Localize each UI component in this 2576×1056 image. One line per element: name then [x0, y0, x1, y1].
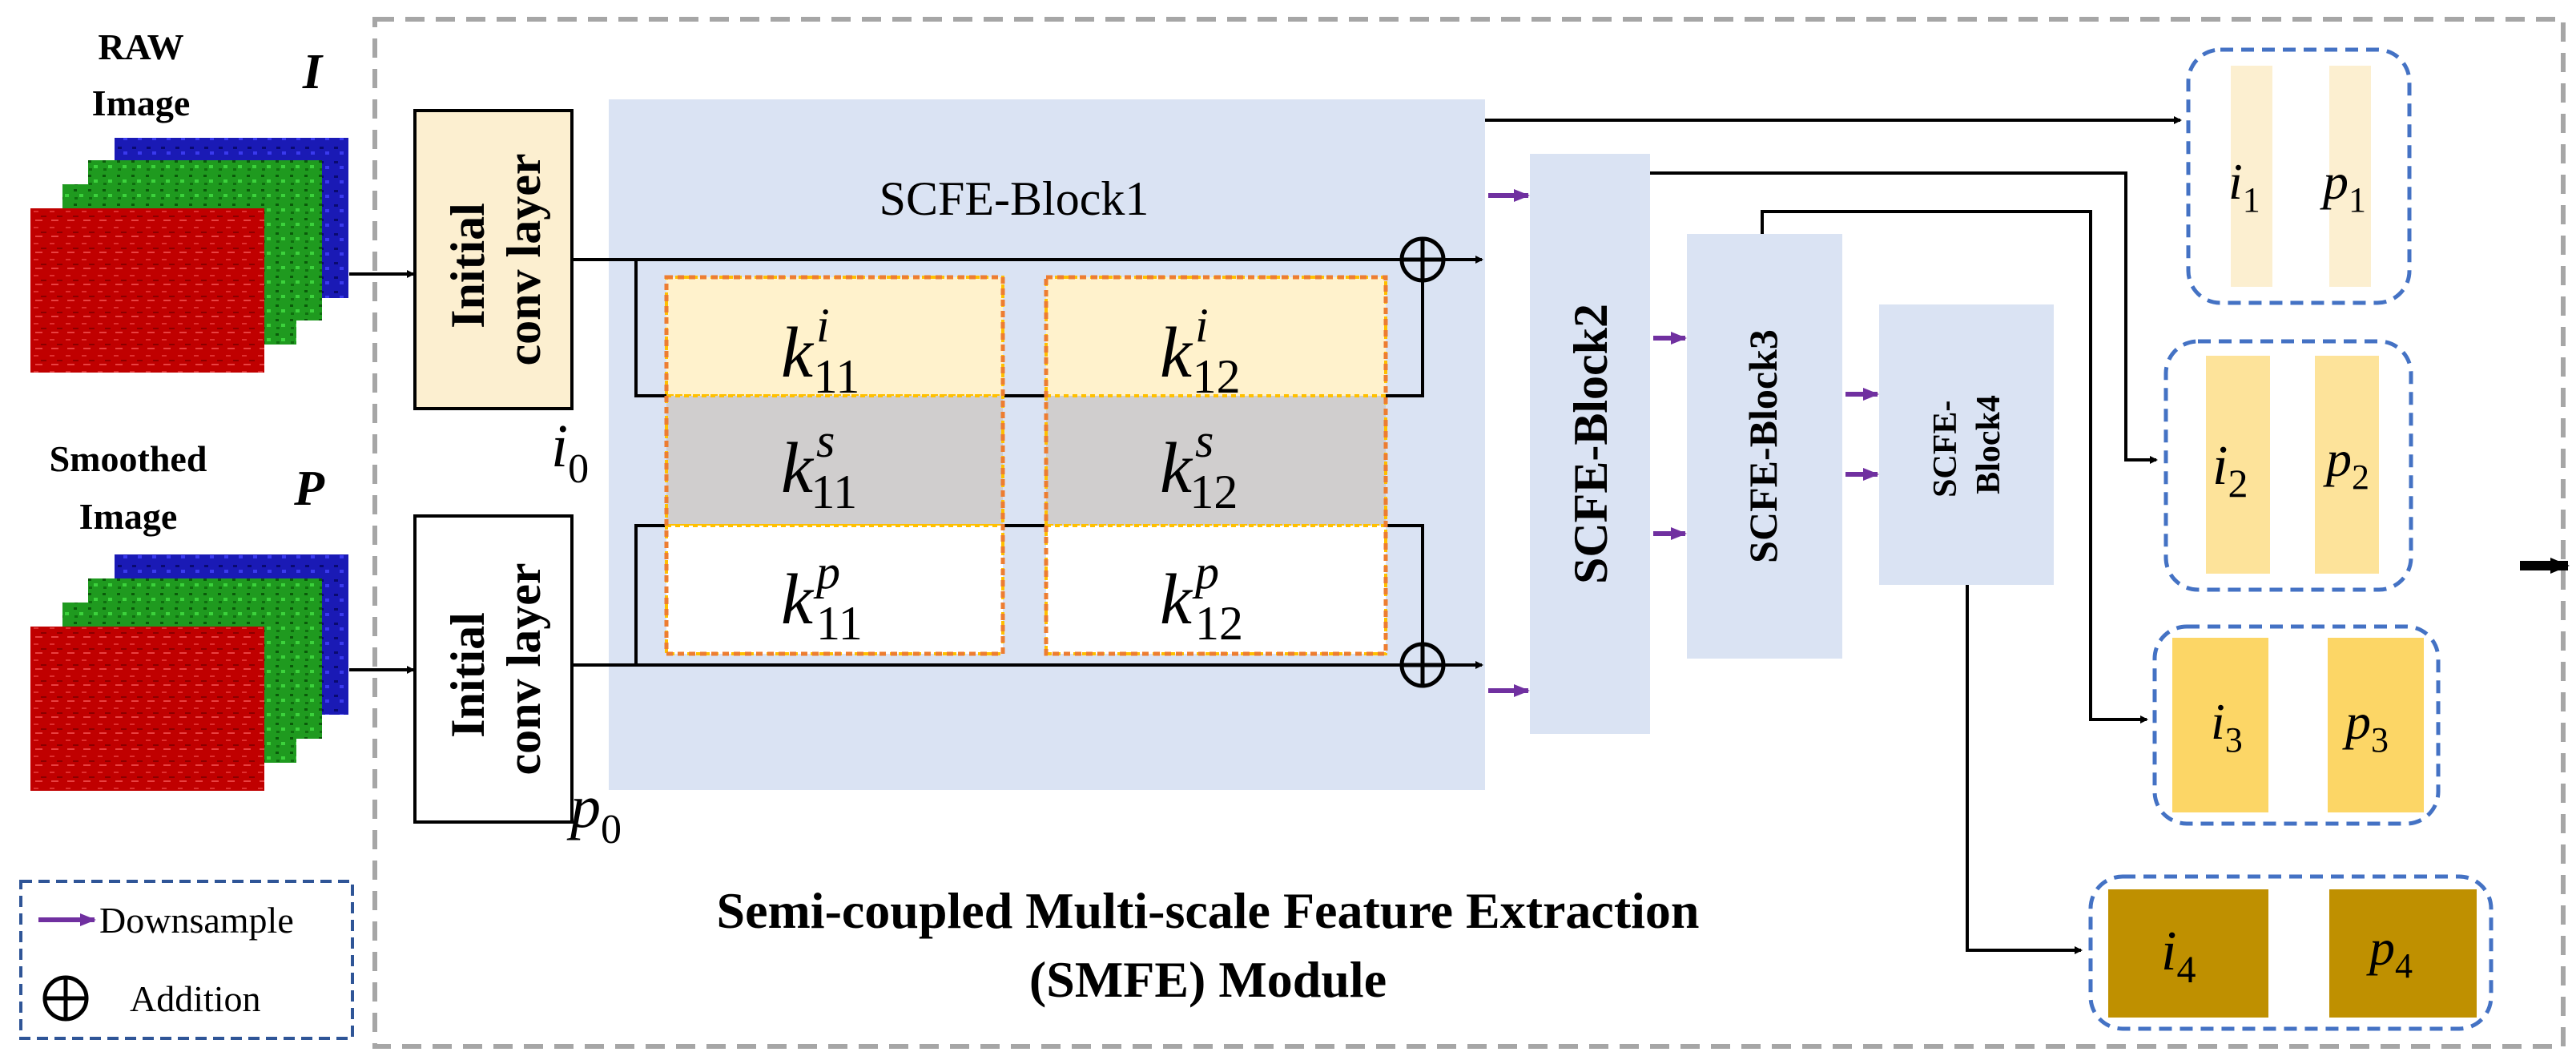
conv-layer-top [413, 109, 574, 410]
scfe-block1-title: SCFE-Block1 [879, 172, 1149, 225]
legend-addition-icon [42, 975, 89, 1022]
output-2-i-bar [2206, 356, 2270, 574]
scfe-block3 [1687, 234, 1842, 659]
smoothed-label-line1: Smoothed [50, 438, 207, 479]
conv-layer-bottom [413, 514, 574, 824]
kernel-k12s-cell [1044, 394, 1387, 527]
output-4-p-label: p4 [2366, 919, 2413, 985]
conv-layer-top-label: Initial conv layer [441, 154, 550, 366]
scfe-block4 [1879, 304, 2054, 585]
output-3-i-bar [2172, 638, 2268, 812]
legend-box [19, 880, 354, 1040]
lower-skip-loop [634, 524, 1424, 665]
module-title-line2: (SMFE) Module [1029, 951, 1387, 1008]
legend-addition-label: Addition [130, 978, 261, 1019]
output-1-p-bar [2329, 66, 2371, 287]
smoothed-label-line2: Image [79, 496, 178, 537]
raw-image-stack [30, 138, 348, 373]
raw-label-line2: Image [92, 83, 191, 123]
raw-symbol: I [302, 45, 324, 99]
legend-downsample-label: Downsample [99, 900, 294, 941]
output-box-1 [2186, 47, 2412, 305]
smoothed-symbol: P [293, 461, 325, 516]
output-4-i-bar [2108, 889, 2268, 1018]
output-2-p-bar [2315, 356, 2379, 574]
upper-skip-loop [634, 260, 1424, 397]
output-3-p-bar [2328, 638, 2424, 812]
kernel-column1-border [664, 275, 1005, 656]
out3-connector [1761, 210, 2148, 723]
scfe-block4-label: SCFE- Block4 [1927, 392, 2007, 498]
i0-label: i0 [551, 413, 589, 492]
output-1-p-label: p1 [2320, 153, 2366, 220]
output-4-p-bar [2329, 889, 2477, 1018]
conv-layer-bottom-label: Initial conv layer [441, 563, 550, 776]
kernel-k11i-cell [665, 276, 1004, 397]
module-title-line1: Semi-coupled Multi-scale Feature Extract… [716, 882, 1699, 939]
scfe-block2-label: SCFE-Block2 [1564, 304, 1617, 584]
kernel-k11s-cell [665, 394, 1004, 527]
output-3-i-label: i3 [2211, 693, 2243, 760]
output-1-i-bar [2231, 66, 2272, 287]
scfe-block3-label: SCFE-Block3 [1741, 329, 1785, 563]
addition-icon-bottom [1399, 642, 1446, 688]
addition-icon-top [1399, 236, 1446, 283]
output-2-i-label: i2 [2212, 435, 2248, 506]
module-border [372, 17, 2566, 1049]
output-1-i-label: i1 [2228, 153, 2260, 220]
raw-label-line1: RAW [98, 26, 183, 67]
kernel-k11p-cell [665, 524, 1004, 655]
out4-connector [1966, 585, 2083, 954]
smoothed-image-stack [30, 554, 348, 791]
output-3-p-label: p3 [2342, 693, 2389, 760]
p0-label: p0 [566, 773, 622, 852]
scfe-block2 [1530, 154, 1650, 734]
kernel-column2-border [1044, 275, 1388, 656]
output-4-i-label: i4 [2161, 921, 2196, 991]
output-2-p-label: p2 [2323, 430, 2369, 497]
out2-connector [1650, 171, 2158, 464]
